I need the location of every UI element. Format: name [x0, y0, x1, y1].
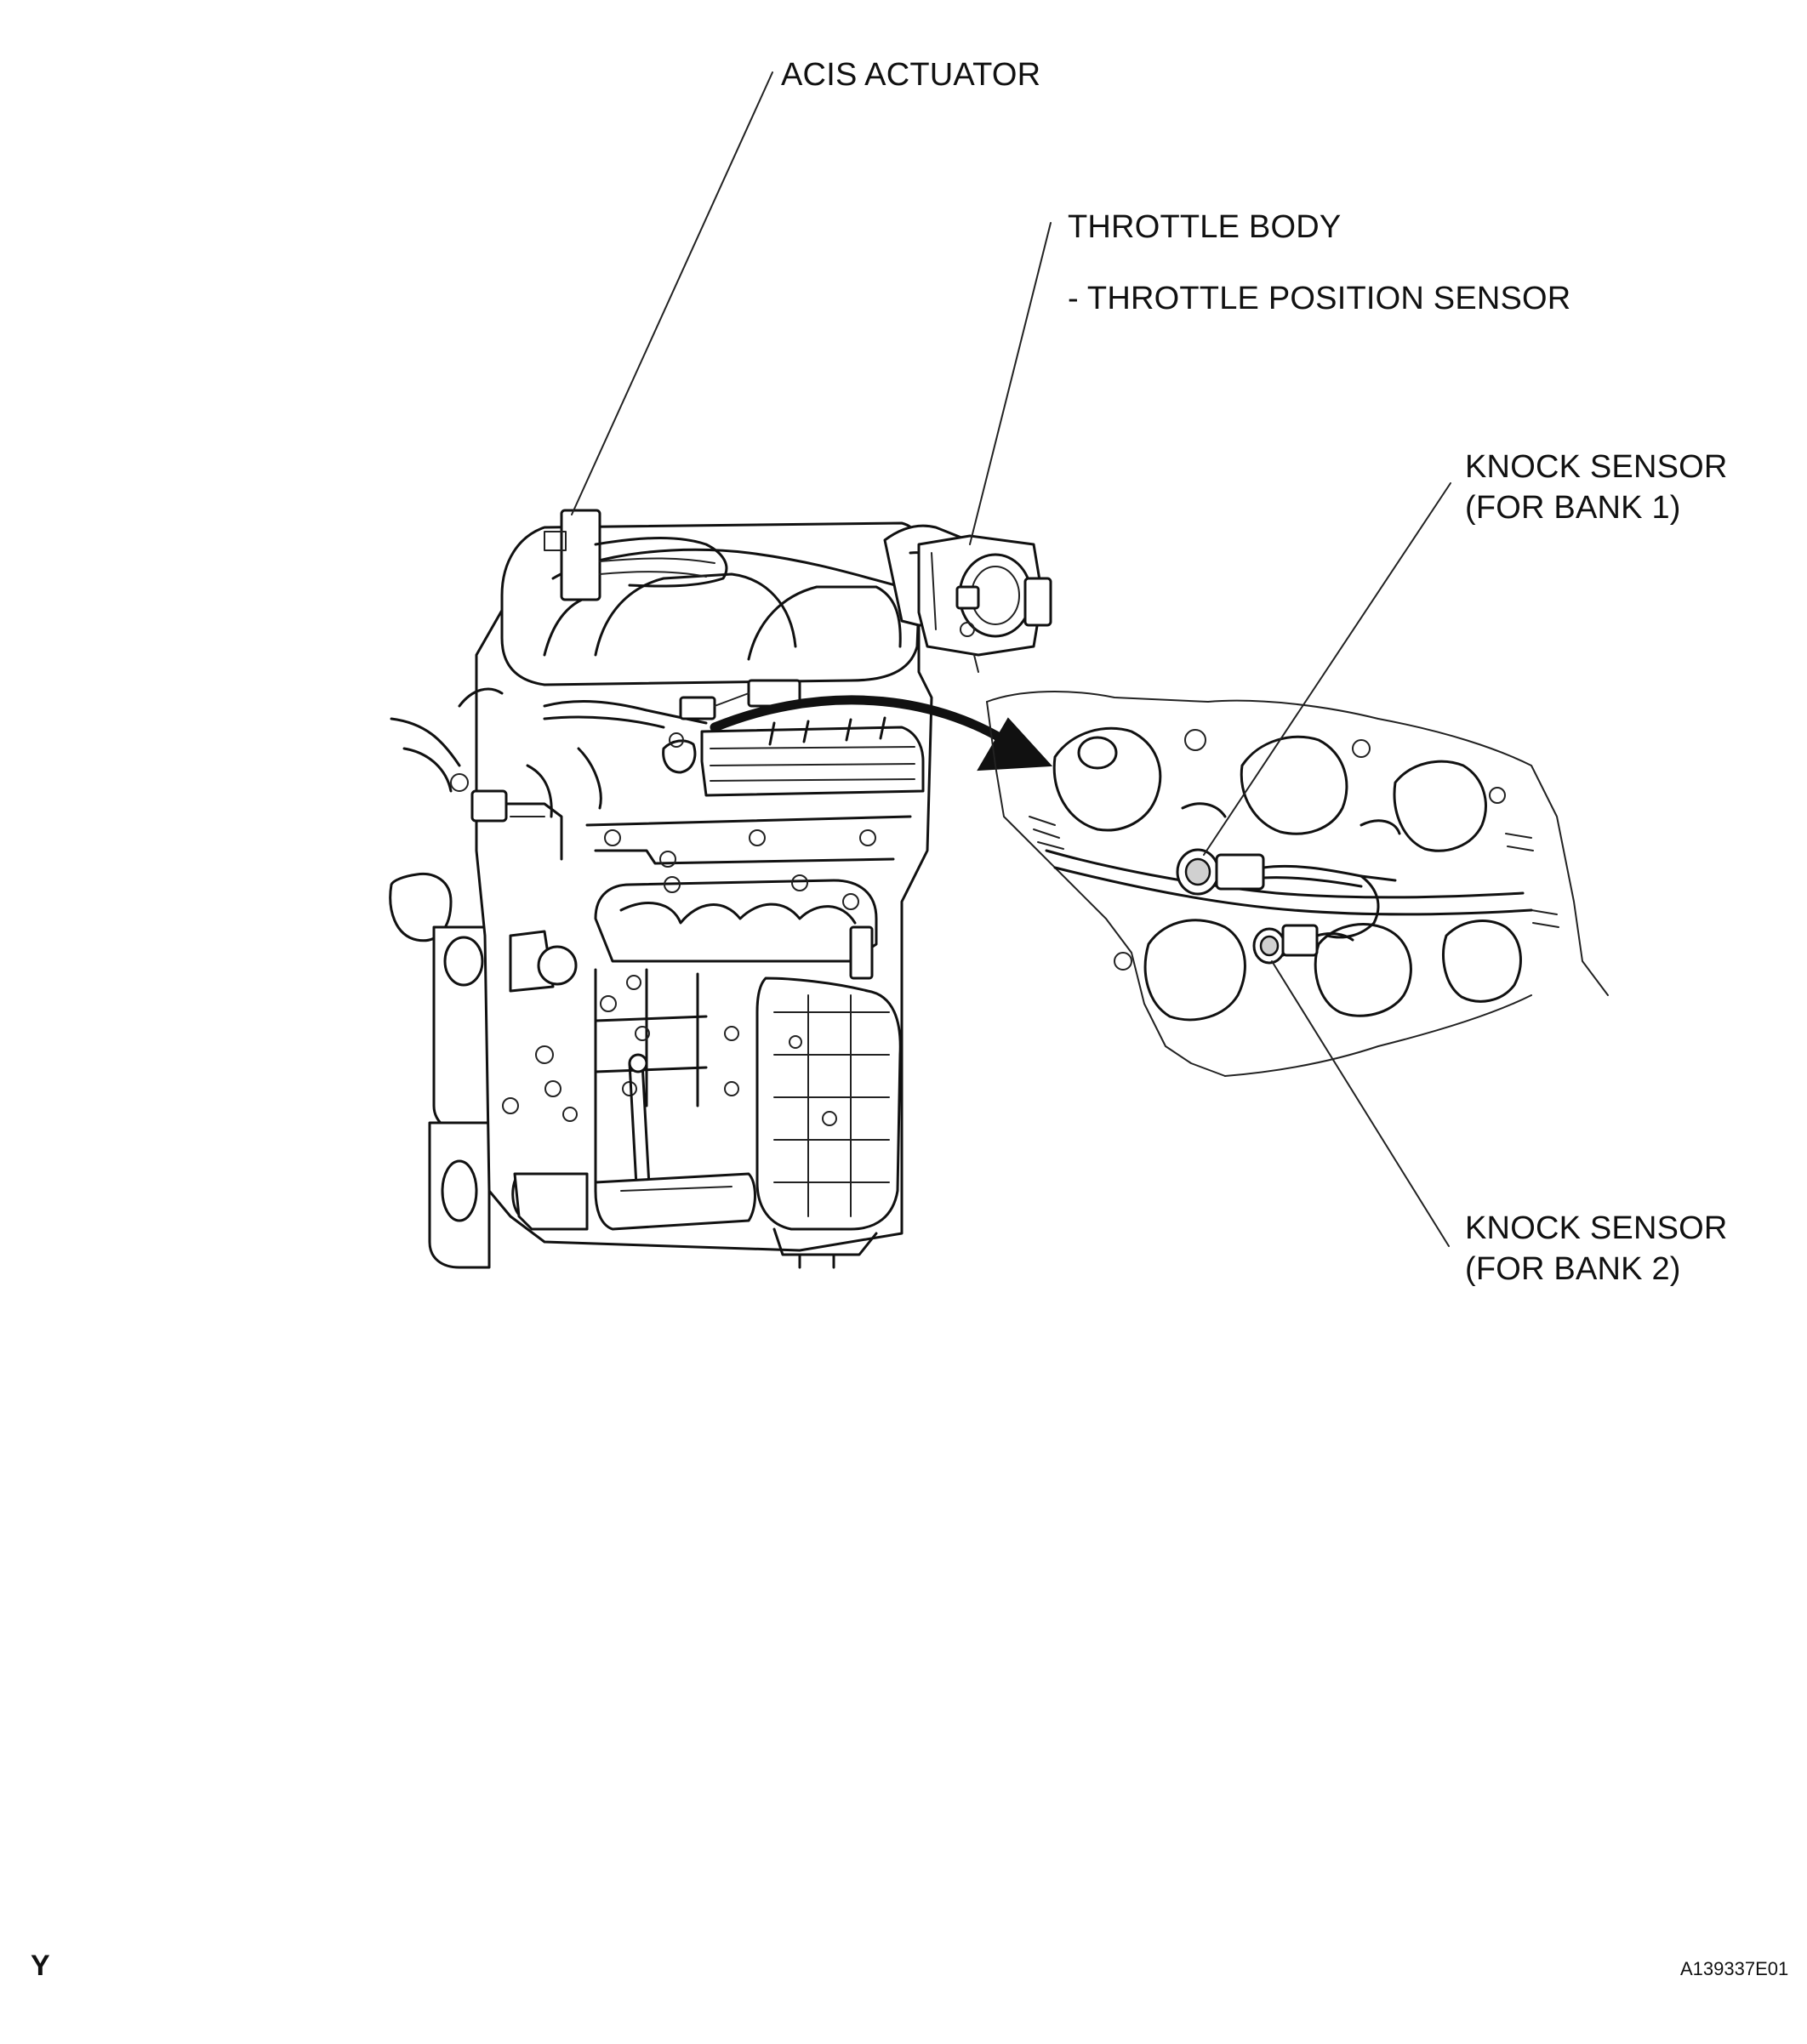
- engine-assembly: [389, 509, 1052, 1269]
- knock-sensor-bank2-illustration: [1252, 924, 1354, 965]
- label-throttle-position-sensor: - THROTTLE POSITION SENSOR: [1068, 281, 1571, 316]
- leader-knock-sensor-bank2: [1271, 960, 1450, 1247]
- catalytic-converter-illustration: [755, 976, 902, 1231]
- knock-sensor-bank1-illustration: [1176, 848, 1397, 939]
- throttle-body-illustration: [917, 534, 1052, 673]
- label-acis-actuator: ACIS ACTUATOR: [781, 57, 1041, 93]
- leader-lines: [571, 71, 1451, 1247]
- leader-throttle-body: [969, 222, 1052, 545]
- label-knock-sensor-bank1: KNOCK SENSOR (FOR BANK 1): [1465, 447, 1728, 528]
- leader-knock-sensor-bank1: [1203, 482, 1451, 856]
- label-knock-sensor-bank2: KNOCK SENSOR (FOR BANK 2): [1465, 1208, 1728, 1290]
- label-knock-sensor-bank2-line2: (FOR BANK 2): [1465, 1251, 1681, 1287]
- label-knock-sensor-bank2-line1: KNOCK SENSOR: [1465, 1210, 1728, 1246]
- figure-code: A139337E01: [1680, 1958, 1789, 1979]
- label-knock-sensor-bank1-line2: (FOR BANK 1): [1465, 490, 1681, 526]
- knock-sensor-detail-view: [986, 691, 1609, 1077]
- label-knock-sensor-bank1-line1: KNOCK SENSOR: [1465, 449, 1728, 485]
- corner-mark: Y: [31, 1950, 50, 1982]
- label-throttle-body: THROTTLE BODY: [1068, 209, 1342, 245]
- leader-acis-actuator: [571, 71, 773, 515]
